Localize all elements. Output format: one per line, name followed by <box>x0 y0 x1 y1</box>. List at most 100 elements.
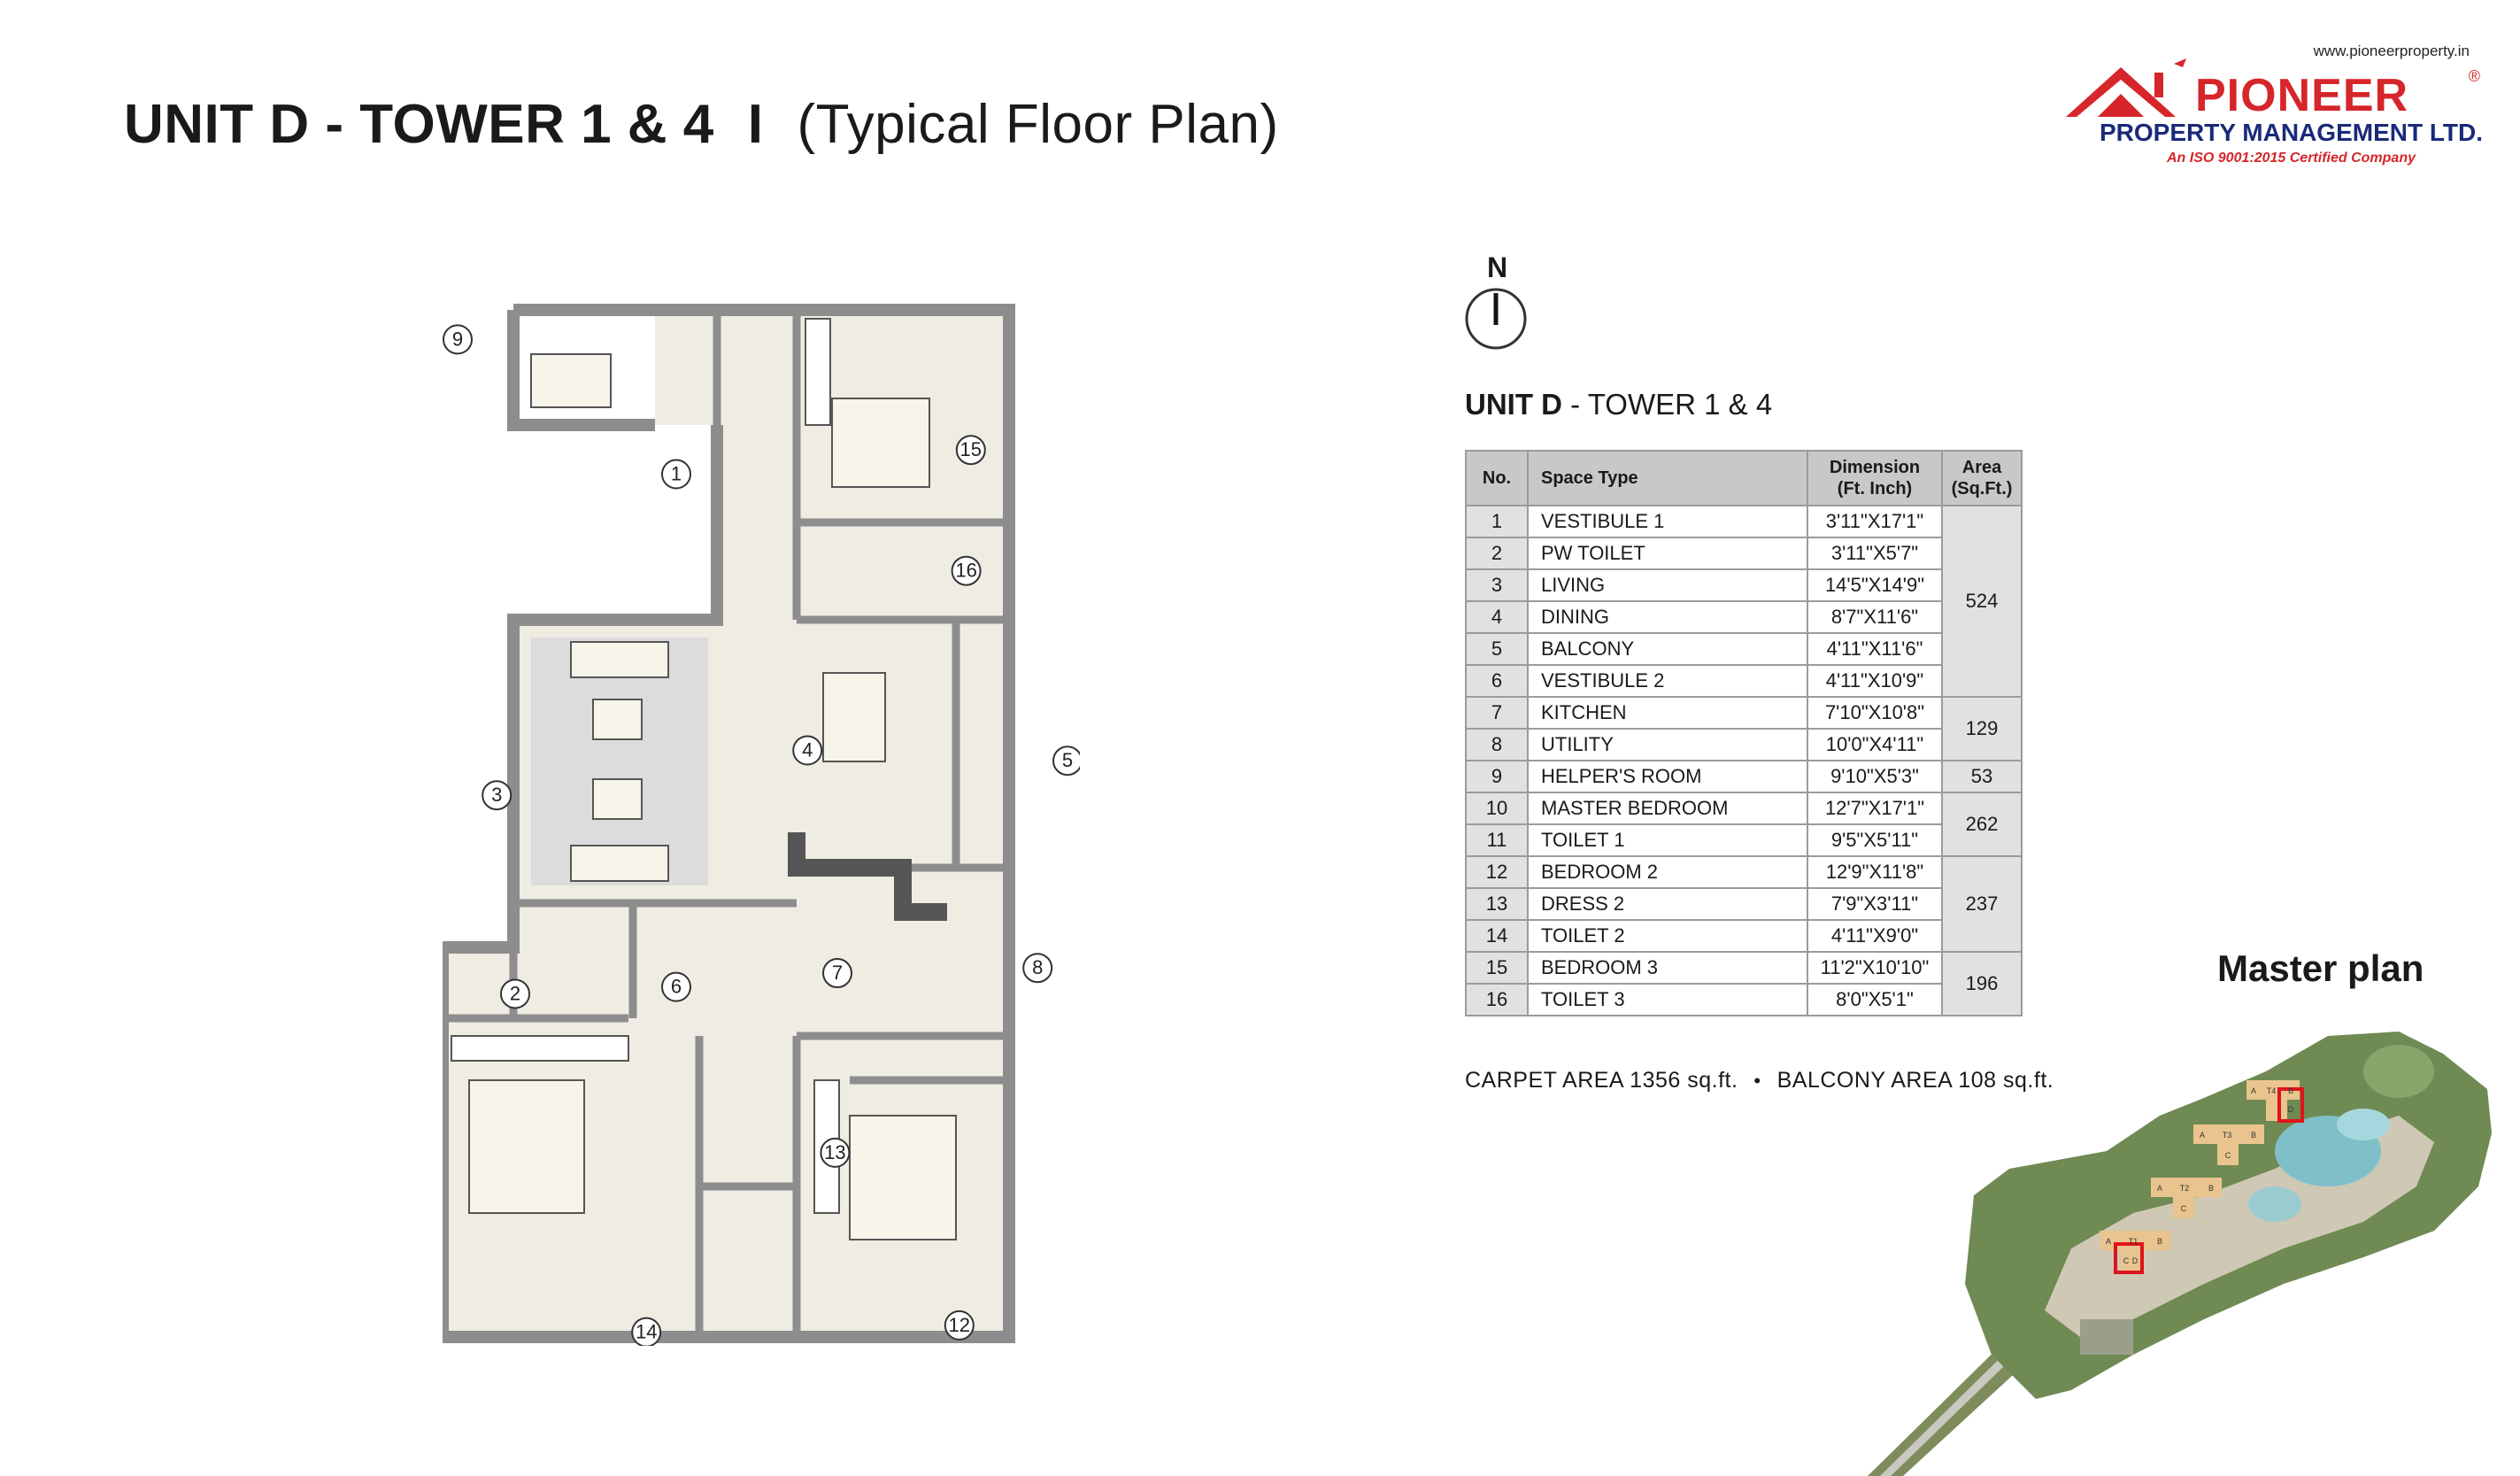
cell-space-type: MASTER BEDROOM <box>1527 792 1808 825</box>
company-logo: www.pioneerproperty.in PIONEER ® PROPERT… <box>2062 43 2487 166</box>
dining-table-icon <box>822 672 886 762</box>
room-marker-circle <box>955 435 986 466</box>
floor-plan: 12345678910111213141516 <box>443 304 1080 1346</box>
bed-icon <box>530 353 612 408</box>
cell-dimension: 3'11"X5'7" <box>1807 537 1943 570</box>
cell-no: 13 <box>1465 887 1529 921</box>
header-space-type: Space Type <box>1527 450 1808 506</box>
area-summary: CARPET AREA 1356 sq.ft.•BALCONY AREA 108… <box>1465 1068 2054 1093</box>
room-marker-circle <box>482 780 512 811</box>
cell-space-type: BEDROOM 2 <box>1527 855 1808 889</box>
room-number: 4 <box>802 739 813 761</box>
room-number: 2 <box>510 982 520 1004</box>
bullet-separator: • <box>1753 1070 1761 1092</box>
room-marker-circle <box>951 555 982 586</box>
room-number: 15 <box>960 438 982 460</box>
table-header-row: No. Space Type Dimension (Ft. Inch) Area… <box>1465 450 2023 506</box>
cell-dimension: 11'2"X10'10" <box>1807 951 1943 985</box>
room-marker-circle <box>1052 746 1080 777</box>
cell-no: 16 <box>1465 983 1529 1016</box>
cell-space-type: TOILET 1 <box>1527 823 1808 857</box>
outer-walls <box>443 304 1015 1343</box>
bed-icon <box>849 1115 957 1240</box>
cell-space-type: VESTIBULE 2 <box>1527 664 1808 698</box>
map-label: A <box>2251 1086 2256 1095</box>
logo-url: www.pioneerproperty.in <box>2313 43 2470 59</box>
cell-area: 237 <box>1941 855 2023 953</box>
map-label: C <box>2123 1256 2130 1265</box>
wardrobe <box>805 318 831 426</box>
cell-no: 10 <box>1465 792 1529 825</box>
room-number: 1 <box>671 463 682 485</box>
cell-area: 524 <box>1941 505 2023 698</box>
unit-heading-rest: - TOWER 1 & 4 <box>1562 388 1773 421</box>
room-number: 12 <box>949 1314 970 1336</box>
room-marker-circle <box>944 1310 975 1341</box>
cell-space-type: BALCONY <box>1527 632 1808 666</box>
map-label: D <box>2132 1256 2139 1265</box>
wardrobe <box>451 1035 629 1062</box>
map-label: B <box>2208 1184 2214 1193</box>
cell-no: 7 <box>1465 696 1529 730</box>
map-label: D <box>2288 1105 2294 1114</box>
cell-space-type: BEDROOM 3 <box>1527 951 1808 985</box>
cell-no: 4 <box>1465 600 1529 634</box>
highlight-tower4-unit-d <box>2277 1087 2304 1123</box>
room-number: 6 <box>671 976 682 998</box>
cell-dimension: 14'5"X14'9" <box>1807 568 1943 602</box>
room-number: 8 <box>1032 956 1043 978</box>
cell-area: 262 <box>1941 792 2023 857</box>
map-label: T3 <box>2223 1131 2232 1140</box>
cell-space-type: HELPER'S ROOM <box>1527 760 1808 793</box>
north-arrow-icon <box>1465 288 1527 350</box>
cell-no: 12 <box>1465 855 1529 889</box>
cell-no: 14 <box>1465 919 1529 953</box>
cell-area: 196 <box>1941 951 2023 1016</box>
map-label: A <box>2157 1184 2162 1193</box>
room-marker-circle <box>820 1137 851 1168</box>
cell-no: 3 <box>1465 568 1529 602</box>
map-label: T2 <box>2180 1184 2190 1193</box>
room-markers: 12345678910111213141516 <box>443 324 1080 1346</box>
logo-company: PROPERTY MANAGEMENT LTD. <box>2100 119 2483 146</box>
carpet-area: CARPET AREA 1356 sq.ft. <box>1465 1068 1738 1093</box>
map-label: B <box>2157 1237 2162 1246</box>
cell-dimension: 4'11"X9'0" <box>1807 919 1943 953</box>
cell-dimension: 7'10"X10'8" <box>1807 696 1943 730</box>
cell-space-type: PW TOILET <box>1527 537 1808 570</box>
cell-dimension: 9'10"X5'3" <box>1807 760 1943 793</box>
header-dimension: Dimension (Ft. Inch) <box>1807 450 1943 506</box>
map-label: T1 <box>2129 1237 2139 1246</box>
room-number: 3 <box>491 784 502 806</box>
unit-heading-bold: UNIT D <box>1465 388 1562 421</box>
cell-dimension: 9'5"X5'11" <box>1807 823 1943 857</box>
table-icon <box>592 778 643 820</box>
cell-space-type: VESTIBULE 1 <box>1527 505 1808 538</box>
cell-space-type: TOILET 3 <box>1527 983 1808 1016</box>
map-label: A <box>2200 1131 2205 1140</box>
cell-no: 6 <box>1465 664 1529 698</box>
kitchen-counter <box>788 832 947 921</box>
cell-dimension: 12'9"X11'8" <box>1807 855 1943 889</box>
map-label: C <box>2181 1204 2187 1213</box>
registered-mark: ® <box>2468 67 2480 85</box>
house-roof-icon <box>2066 58 2186 117</box>
unit-heading: UNIT D - TOWER 1 & 4 <box>1465 388 1772 421</box>
room-number: 7 <box>832 962 843 984</box>
room-marker-circle <box>443 324 473 355</box>
sofa-icon <box>570 845 669 882</box>
cell-dimension: 8'7"X11'6" <box>1807 600 1943 634</box>
cell-space-type: DRESS 2 <box>1527 887 1808 921</box>
